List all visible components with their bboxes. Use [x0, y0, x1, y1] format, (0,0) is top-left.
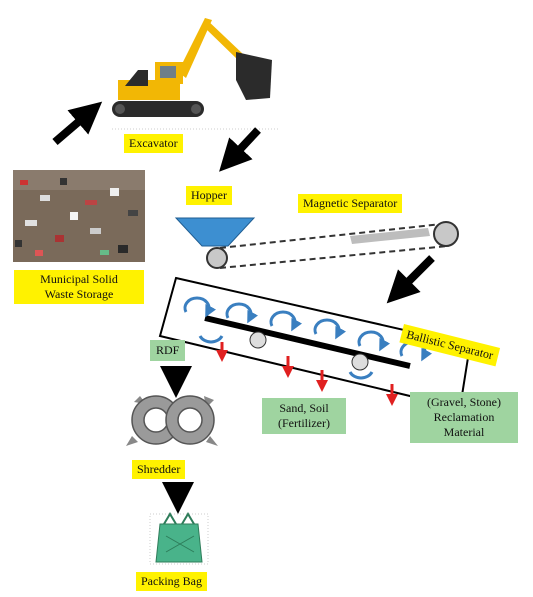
shredder-icon [126, 395, 218, 446]
sand-soil-label-line1: Sand, Soil [279, 401, 329, 415]
rdf-label: RDF [150, 340, 186, 361]
flow-arrow-icon [52, 101, 435, 514]
reclamation-label-line3: Material [443, 425, 485, 439]
shredder-label: Shredder [132, 460, 186, 479]
waste-pile-image [13, 170, 145, 262]
magnetic-separator-label: Magnetic Separator [298, 194, 403, 213]
hopper-label: Hopper [186, 186, 232, 205]
excavator-label: Excavator [124, 134, 183, 153]
reclamation-label-line2: Reclamation [433, 410, 495, 424]
reclamation-label-line1: (Gravel, Stone) [427, 395, 501, 409]
sand-soil-label: Sand, Soil (Fertilizer) [262, 398, 346, 434]
sand-soil-label-line2: (Fertilizer) [278, 416, 330, 430]
packing-bag-icon [149, 512, 209, 565]
drop-arrow-icon [216, 342, 398, 406]
packing-bag-label: Packing Bag [136, 572, 207, 591]
conveyor-icon [206, 221, 459, 269]
excavator-icon [112, 18, 280, 130]
reclamation-material-label: (Gravel, Stone) Reclamation Material [410, 392, 518, 443]
msw-storage-label: Municipal Solid Waste Storage [14, 270, 144, 304]
msw-storage-label-line1: Municipal Solid [40, 272, 118, 286]
hopper-icon [174, 217, 256, 247]
msw-storage-label-line2: Waste Storage [44, 287, 114, 301]
